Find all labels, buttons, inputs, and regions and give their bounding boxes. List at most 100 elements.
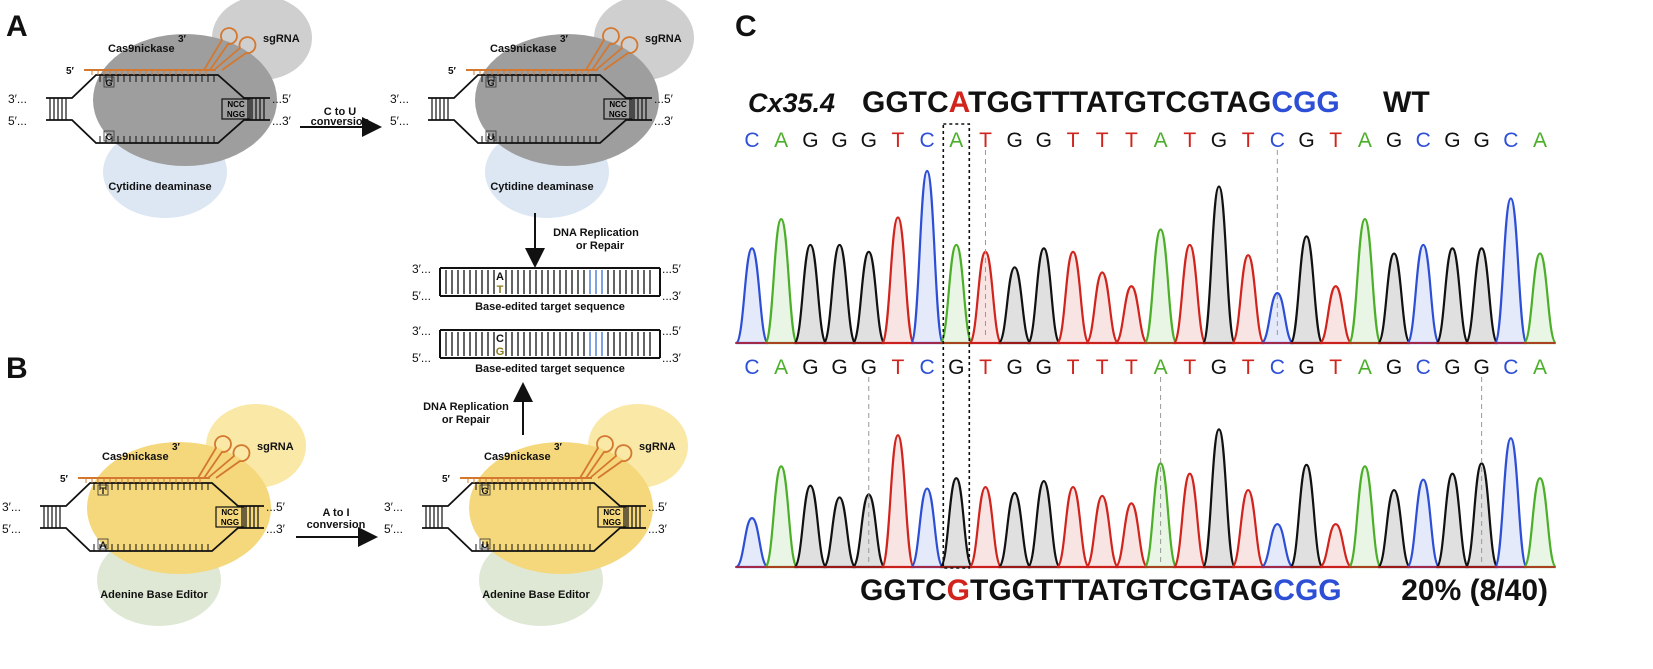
wt-label: WT [1383,86,1430,119]
sgrna-label: sgRNA [639,441,676,453]
end-left-top: 3′... [2,500,21,514]
edited-base-top: A [496,271,504,283]
peak [1085,494,1120,569]
peak [1347,218,1383,345]
sgrna-label: sgRNA [263,33,300,45]
end-right-top: ...5′ [266,500,286,514]
a-to-i-label-2: conversion [307,519,366,531]
peak [1319,522,1353,569]
base-call: A [774,129,788,152]
base-call: G [831,356,847,379]
base-call: G [1298,356,1314,379]
peak [735,517,769,569]
base-call: G [948,356,964,379]
end-left-bottom: 5′... [384,522,403,536]
base-call: A [1533,129,1547,152]
repair-arrow-up: DNA Replication or Repair [423,382,533,435]
rna-5prime: 5′ [66,66,75,77]
peak [1493,197,1528,345]
peak [1055,250,1091,345]
base-call: T [892,356,905,379]
base-call: T [892,129,905,152]
peak [1522,477,1558,569]
peak [1435,247,1470,345]
ncc-label: NCC [227,100,245,109]
target-base-bottom: A [100,540,107,550]
peak [1406,243,1441,345]
ngg-label: NGG [221,518,239,527]
base-call: G [1298,129,1314,152]
base-call: G [861,356,877,379]
end-left-top: 3′... [8,92,27,106]
rna-5prime: 5′ [442,474,451,485]
peak [764,218,799,345]
complex-a-before: NCCNGGGCCas9nickasesgRNA3′5′3′...5′.....… [8,0,312,218]
peak [1435,472,1470,569]
edited-end-right-bottom: ...3′ [662,289,682,303]
edited-base-bottom: T [497,284,504,296]
complex-a-after: NCCNGGGUCas9nickasesgRNA3′5′3′...5′.....… [390,0,694,218]
base-call: G [1473,356,1489,379]
base-call: G [1036,129,1052,152]
cytidine-deaminase-label: Cytidine deaminase [108,181,211,193]
peak [1406,478,1441,569]
base-call: G [1036,356,1052,379]
peak [1289,235,1324,345]
peak [939,477,974,569]
wt-sequence: GGTCATGGTTTATGTCGTAGCGG [862,86,1340,119]
edited-position-box [942,123,971,569]
cas9-shape [87,442,271,574]
peak [822,496,857,569]
end-right-top: ...5′ [272,92,292,106]
end-left-bottom: 5′... [8,114,27,128]
peak [1231,488,1266,569]
edited-base-top: C [496,333,504,345]
base-call: G [1386,129,1402,152]
base-call: G [861,129,877,152]
peak [764,465,799,569]
end-right-bottom: ...3′ [648,522,668,536]
base-call: T [1183,129,1196,152]
peak [880,434,916,569]
peak [1114,285,1149,345]
base-call: G [1386,356,1402,379]
base-call: G [1006,129,1022,152]
peak [909,487,945,569]
base-edited-label: Base-edited target sequence [475,301,625,313]
base-call: T [1125,129,1138,152]
peak [793,484,828,569]
peak [851,250,886,345]
peak [1522,252,1558,345]
cas9-shape [93,34,277,166]
target-base-top: G [105,78,112,88]
ngg-label: NGG [227,110,245,119]
base-call: G [1444,356,1460,379]
ngg-label: NGG [603,518,621,527]
end-left-top: 3′... [384,500,403,514]
edited-duplex-a-to-t: AT3′...5′......5′...3′Base-edited target… [412,262,682,313]
peak [1260,522,1294,569]
peak [1172,472,1207,569]
end-right-bottom: ...3′ [654,114,674,128]
base-call: G [831,129,847,152]
peak [734,247,770,345]
end-right-top: ...5′ [648,500,668,514]
base-call: G [1211,129,1227,152]
cas9-label: Cas9nickase [108,43,175,55]
peak [939,243,974,345]
end-right-bottom: ...3′ [272,114,292,128]
bottom-chromatogram [735,428,1558,569]
end-left-bottom: 5′... [2,522,21,536]
repair-label-top: DNA Replication [553,227,639,239]
c-to-u-arrow: C to U conversion [300,106,382,137]
peak [1055,485,1091,569]
base-call: G [1211,356,1227,379]
peak [1085,271,1120,345]
sgrna-label: sgRNA [645,33,682,45]
rna-3prime: 3′ [560,34,569,45]
target-base-top: G [487,78,494,88]
target-base-bottom: U [482,540,489,550]
repair-label-bottom-2: or Repair [442,414,491,426]
